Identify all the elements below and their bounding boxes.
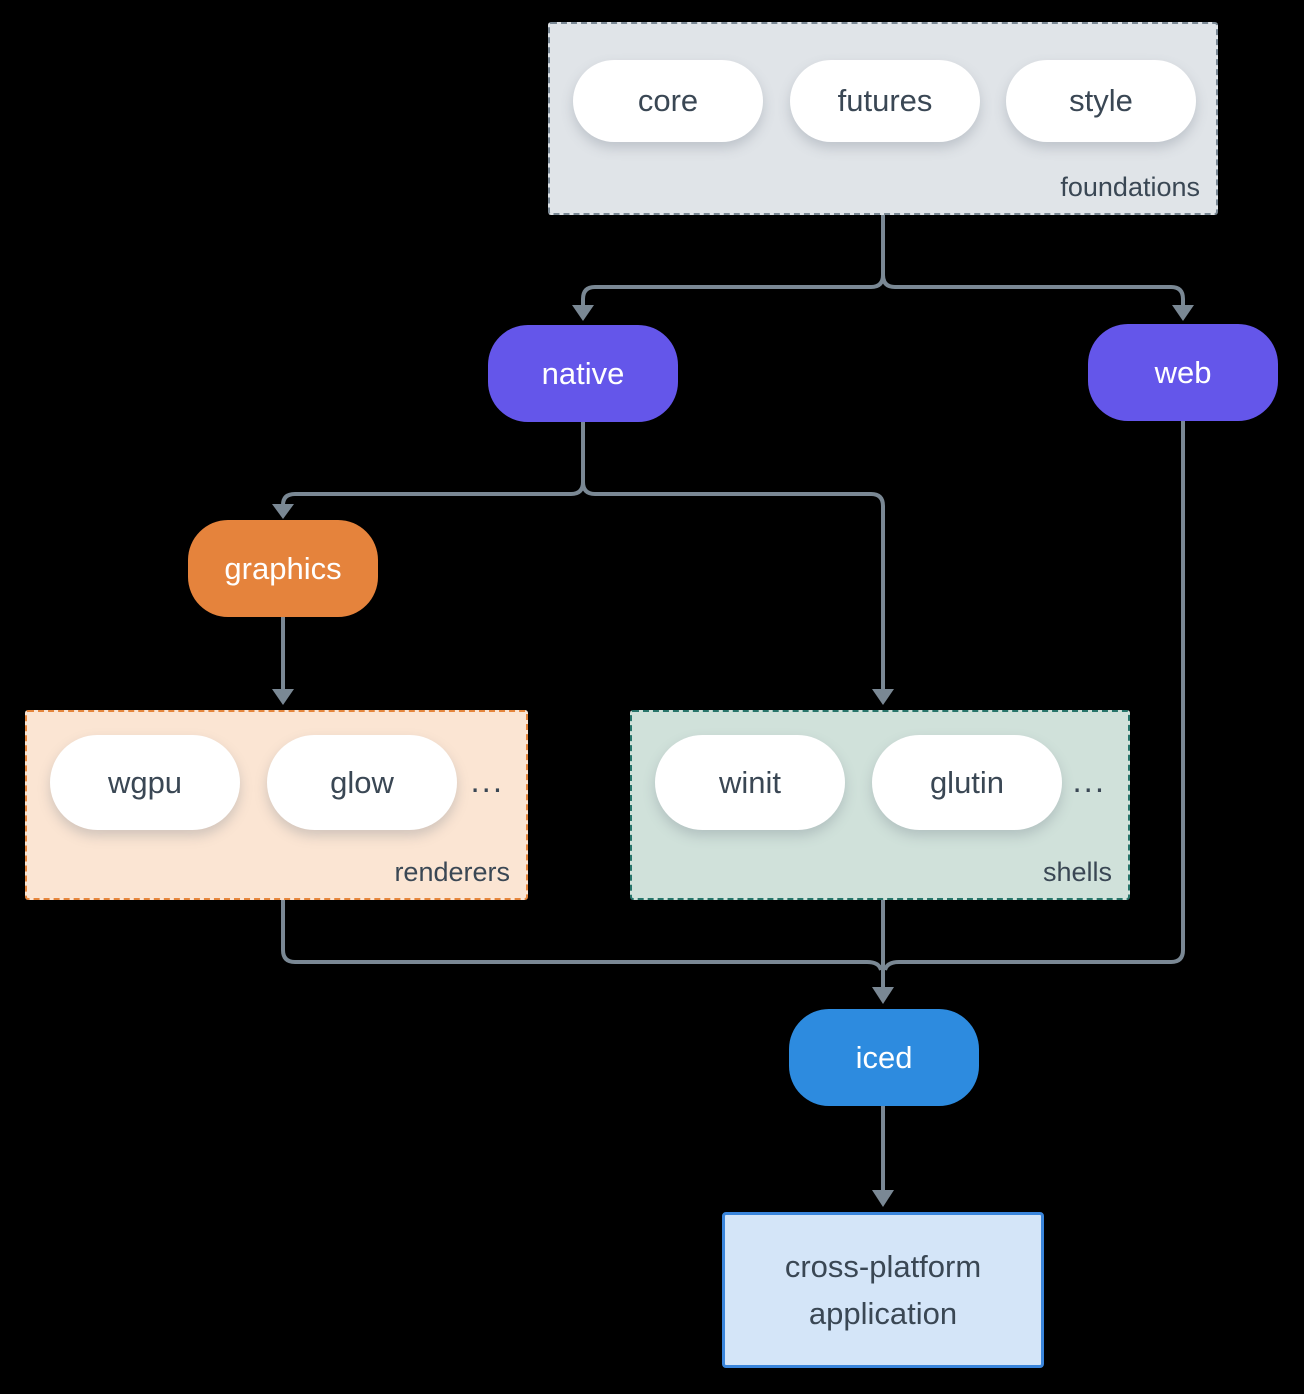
native-node: native	[488, 325, 678, 422]
arrowhead-application	[872, 1190, 894, 1207]
foundations-group-box: core futures style foundations	[548, 22, 1218, 215]
web-node: web	[1088, 324, 1278, 421]
arrowhead-renderers	[272, 689, 294, 705]
arrowhead-shells	[872, 689, 894, 705]
foundations-label: foundations	[1060, 172, 1200, 202]
connector-native-shells	[581, 422, 885, 690]
renderers-group-box: wgpu glow ... renderers	[25, 710, 528, 900]
application-label-line1: cross-platform	[784, 1249, 982, 1284]
shells-label: shells	[1042, 857, 1112, 887]
arrowhead-native	[572, 305, 594, 321]
pill-core: core	[573, 60, 763, 142]
application-label-line2: application	[808, 1296, 958, 1331]
arrowhead-graphics	[272, 504, 294, 519]
pill-futures: futures	[790, 60, 980, 142]
connector-web-merge	[883, 421, 1185, 971]
renderers-ellipsis: ...	[470, 762, 504, 799]
shells-group-box: winit glutin ... shells	[630, 710, 1130, 900]
pill-glutin: glutin	[872, 735, 1062, 830]
pill-glow: glow	[267, 735, 457, 830]
pill-winit: winit	[655, 735, 845, 830]
iced-node: iced	[789, 1009, 979, 1106]
connector-foundations-web	[881, 215, 1185, 306]
shells-ellipsis: ...	[1072, 762, 1106, 799]
application-box: cross-platform application	[722, 1212, 1044, 1368]
renderers-label: renderers	[394, 857, 510, 887]
connector-renderers-merge	[281, 900, 883, 971]
graphics-node: graphics	[188, 520, 378, 617]
arrowhead-iced	[872, 987, 894, 1004]
connector-foundations-native	[581, 215, 885, 306]
pill-style: style	[1006, 60, 1196, 142]
arrowhead-web	[1172, 305, 1194, 321]
connector-native-graphics	[281, 422, 585, 506]
pill-wgpu: wgpu	[50, 735, 240, 830]
